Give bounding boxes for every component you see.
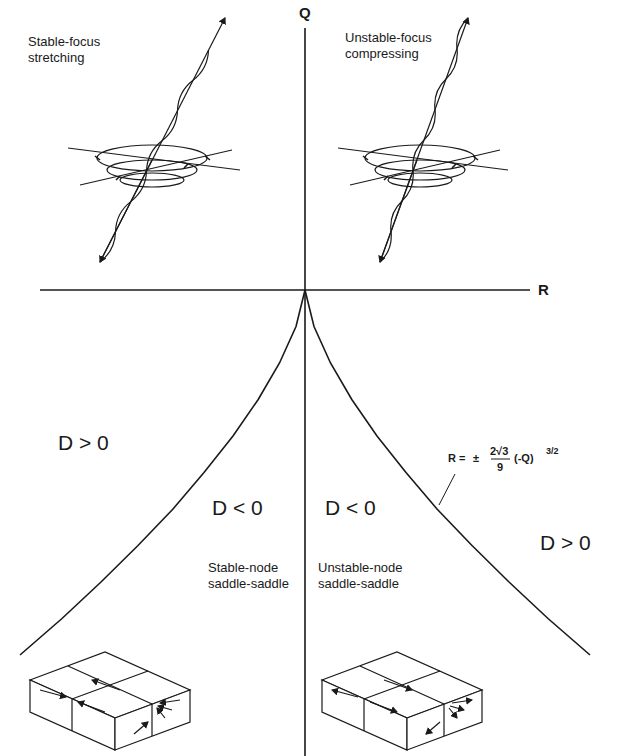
- node-saddle-box: [30, 652, 190, 750]
- stable-focus-sketch: [68, 18, 240, 262]
- formula-part: R =: [448, 452, 465, 465]
- region-label: Stable-focus stretching: [28, 34, 128, 65]
- q-axis: [304, 28, 306, 756]
- leader-line: [439, 474, 455, 505]
- region-label: Unstable-focus compressing: [345, 30, 450, 61]
- region-label: Unstable-node saddle-saddle: [318, 560, 418, 591]
- region-label: Stable-node saddle-saddle: [208, 560, 300, 591]
- formula-part: 3/2: [546, 446, 559, 457]
- formula-part: ±: [473, 452, 479, 465]
- discriminant-label: D > 0: [540, 530, 591, 555]
- formula-part: (-Q): [514, 452, 534, 465]
- discriminant-label: D < 0: [212, 495, 263, 520]
- node-saddle-box: [322, 652, 482, 750]
- r-axis: [40, 289, 530, 291]
- discriminant-label: D < 0: [325, 495, 376, 520]
- formula-part: 2√3: [490, 445, 508, 458]
- discriminant-label: D > 0: [58, 430, 109, 455]
- fraction-bar: [491, 459, 510, 460]
- axis-label: Q: [299, 4, 311, 22]
- discriminant-curve: [20, 290, 305, 655]
- unstable-focus-sketch: [338, 18, 508, 262]
- formula-part: 9: [497, 461, 503, 474]
- axis-label: R: [538, 281, 549, 299]
- discriminant-curve: [305, 290, 590, 655]
